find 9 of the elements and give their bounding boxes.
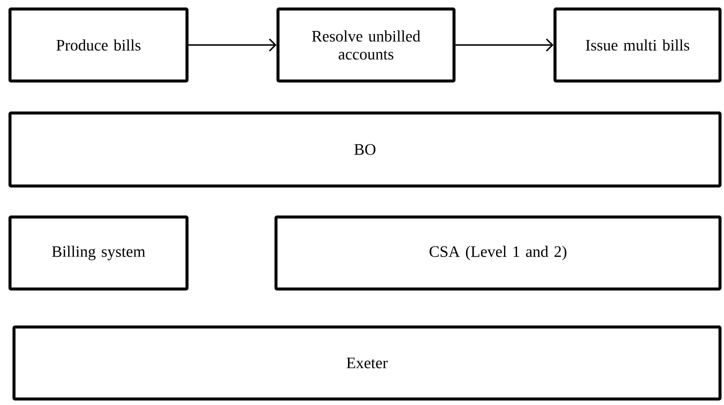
process-box: Produce bills bbox=[8, 8, 188, 82]
arrow bbox=[188, 38, 276, 52]
process-box: Exeter bbox=[12, 326, 722, 400]
process-box: CSA (Level 1 and 2) bbox=[274, 216, 722, 290]
process-box: Resolve unbilled accounts bbox=[276, 8, 456, 82]
process-box: BO bbox=[8, 112, 722, 188]
process-box: Billing system bbox=[8, 216, 188, 290]
arrow bbox=[456, 38, 554, 52]
process-box: Issue multi bills bbox=[554, 8, 722, 82]
